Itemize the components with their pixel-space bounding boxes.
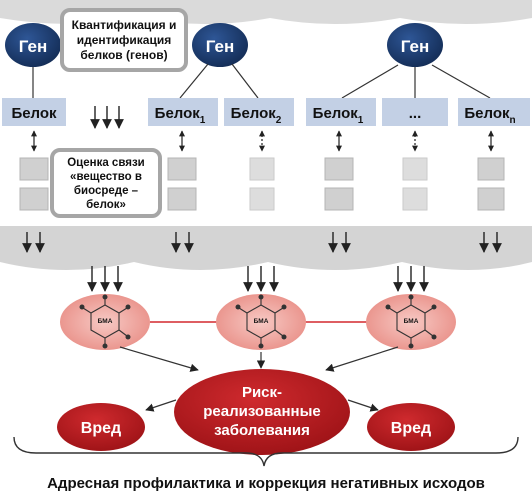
footer-caption: Адресная профилактика и коррекция негати… — [47, 475, 485, 492]
protein-6-sub: n — [510, 115, 516, 126]
double-arrows-middle — [22, 232, 502, 253]
protein-6: Белокn — [458, 98, 530, 126]
protein-4-sub: 1 — [358, 115, 364, 126]
protein-4: Белок1 — [306, 98, 376, 126]
sample-boxes — [19, 157, 505, 211]
protein-2-sub: 1 — [200, 115, 206, 126]
harm-left-label: Вред — [81, 420, 121, 437]
protein-2-label: Белок — [155, 105, 201, 122]
gene-3: Ген — [387, 23, 443, 67]
quantification-callout: Квантификация и идентификация белков (ге… — [60, 8, 188, 72]
protein-5: ... — [382, 98, 448, 126]
protein-5-label: ... — [409, 105, 422, 122]
svg-text:Белокn: Белокn — [464, 105, 515, 126]
molecule-1: БМА — [60, 294, 150, 350]
middle-scallop-band — [0, 226, 532, 270]
triple-arrows-bottom — [87, 266, 429, 292]
svg-text:Белок1: Белок1 — [313, 105, 364, 126]
protein-6-label: Белок — [464, 105, 510, 122]
svg-text:Белок1: Белок1 — [155, 105, 206, 126]
protein-1-label: Белок — [11, 105, 57, 122]
quant-line-1: Квантификация и — [72, 18, 177, 32]
assoc-line-1: Оценка связи — [67, 157, 145, 169]
risk-line-3: заболевания — [214, 422, 310, 439]
gene-2-label: Ген — [206, 37, 235, 56]
risk-line-2: реализованные — [203, 403, 320, 420]
converging-arrows — [119, 346, 399, 372]
triple-arrows-top — [90, 106, 124, 129]
protein-2: Белок1 — [148, 98, 218, 126]
assoc-line-3: биосреде – — [74, 185, 139, 197]
quant-line-3: белков (генов) — [80, 48, 167, 62]
gene-1-label: Ген — [19, 37, 48, 56]
bottom-brace — [13, 436, 519, 467]
protein-1: Белок — [2, 98, 66, 126]
gene-3-label: Ген — [401, 37, 430, 56]
svg-text:Белок2: Белок2 — [231, 105, 282, 126]
harm-right-label: Вред — [391, 420, 431, 437]
protein-3: Белок2 — [224, 98, 294, 126]
harm-arrows — [145, 399, 379, 412]
harm-left: Вред — [57, 403, 145, 451]
association-callout: Оценка связи «вещество в биосреде – бело… — [50, 148, 162, 218]
risk-diseases-ellipse: Риск- реализованные заболевания — [174, 369, 350, 455]
molecule-2-label: БМА — [254, 318, 269, 325]
protein-3-label: Белок — [231, 105, 277, 122]
protein-4-label: Белок — [313, 105, 359, 122]
harm-right: Вред — [367, 403, 455, 451]
assoc-line-2: «вещество в — [70, 171, 142, 183]
molecule-3-label: БМА — [404, 318, 419, 325]
molecule-3: БМА — [366, 294, 456, 350]
molecule-1-label: БМА — [98, 318, 113, 325]
assoc-line-4: белок» — [86, 199, 126, 211]
molecule-2: БМА — [216, 294, 306, 350]
gene-1: Ген — [5, 23, 61, 67]
risk-line-1: Риск- — [242, 384, 282, 401]
gene-2: Ген — [192, 23, 248, 67]
protein-box-arrows — [31, 130, 494, 152]
protein-3-sub: 2 — [276, 115, 282, 126]
gene-protein-links — [32, 63, 491, 99]
quant-line-2: идентификация — [77, 33, 171, 47]
